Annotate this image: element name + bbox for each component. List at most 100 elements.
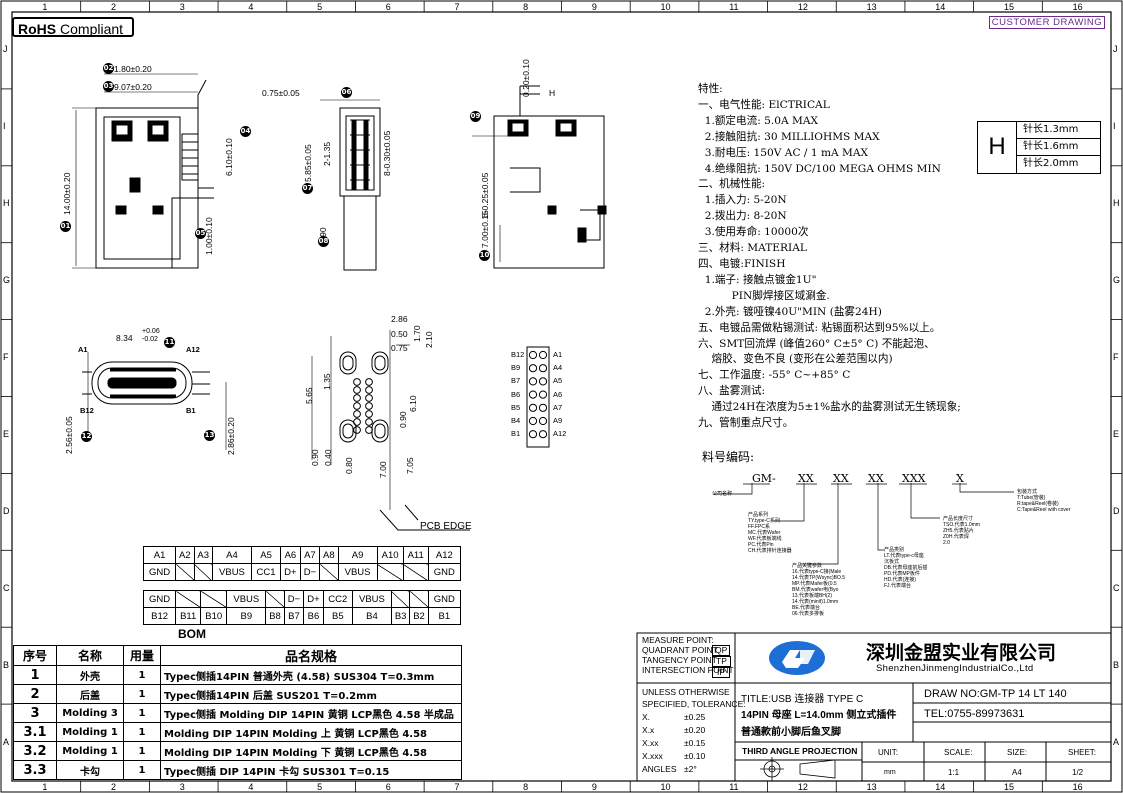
ruler-row-label: E	[3, 428, 10, 439]
callout-bubble: 11	[164, 337, 175, 348]
pin-cell: GND	[142, 590, 177, 608]
front-view	[72, 73, 214, 269]
spec-line: 2.拨出力: 8-20N	[698, 210, 787, 223]
pin-hole	[528, 430, 538, 439]
pcb-hole	[365, 386, 373, 394]
part-code-segment: XXX	[902, 472, 926, 485]
ruler-row-label: I	[1113, 121, 1116, 132]
pin-grid-label: B1	[511, 429, 521, 439]
bom-cell: 卡勾	[56, 760, 124, 780]
bom-cell: 1	[123, 760, 161, 780]
spec-line: 熔胶、变色不良 (变形在公差范围以内)	[698, 353, 893, 366]
callout-bubble: 08	[318, 236, 329, 247]
bom-cell: Molding 1	[56, 722, 124, 742]
ruler-row-label: A	[3, 736, 10, 747]
pin-cell	[175, 563, 195, 581]
pcb-hole	[365, 402, 373, 410]
pin-grid-label: B7	[511, 376, 521, 386]
unless-otherwise: UNLESS OTHERWISE	[642, 687, 730, 697]
pin-cell: A1	[142, 546, 177, 564]
tolerance-value: ±0.20	[684, 725, 706, 735]
dim-label: 0.90	[398, 411, 408, 428]
dim-label: 5.65	[304, 387, 314, 404]
specified-tolerance: SPECIFIED, TOLERANCE:	[642, 699, 746, 709]
pcb-hole	[353, 394, 361, 402]
spec-line: 2.接触阻抗: 30 MILLIOHMS MAX	[698, 130, 880, 143]
callout-bubble: 09	[470, 111, 481, 122]
ruler-row-label: H	[3, 198, 10, 209]
pin-cell	[175, 590, 202, 608]
dim-label: 5.85±0.05	[303, 144, 313, 182]
pin-hole	[538, 390, 548, 399]
pin-hole	[538, 350, 548, 360]
callout-bubble: 13	[204, 430, 215, 441]
spec-line: 通过24H在浓度为5±1%盐水的盐雾测试无生锈现象;	[698, 401, 961, 414]
tolerance-value: ±2°	[684, 764, 697, 774]
ruler-column-label: 16	[1072, 782, 1083, 792]
spec-line: 1.额定电流: 5.0A MAX	[698, 114, 819, 127]
ruler-column-label: 9	[591, 782, 597, 792]
dim-label: 14.00±0.20	[62, 172, 72, 215]
part-code-segment: X	[956, 472, 964, 485]
pin-cell: VBUS	[226, 590, 267, 608]
spec-line: 二、机械性能:	[698, 178, 766, 191]
ruler-row-label: A	[1113, 736, 1120, 747]
company-name-cn: 深圳金盟实业有限公司	[866, 643, 1057, 664]
pin-cell: A3	[193, 546, 213, 564]
ruler-row-label: F	[1113, 352, 1119, 363]
pin-cell	[376, 563, 404, 581]
pin-cell: A7	[299, 546, 321, 564]
quadrant-point: QUADRANT POINT	[642, 645, 718, 655]
pin-grid-label: B6	[511, 389, 521, 399]
bom-cell: 2	[13, 684, 57, 704]
pin-cell: GND	[142, 563, 177, 581]
dim-label: 0.40	[323, 449, 333, 466]
pin-hole	[528, 403, 538, 412]
title-line-1: TITLE:USB 连接器 TYPE C	[741, 694, 864, 705]
tp-symbol: TP	[712, 656, 731, 667]
pin-label: A12	[186, 345, 200, 354]
pin-cell	[390, 590, 411, 608]
dim-label: 0.50	[391, 329, 408, 339]
ruler-row-label: F	[3, 352, 9, 363]
ruler-column-label: 15	[1003, 2, 1014, 12]
tolerance-label: ANGLES	[642, 764, 677, 774]
tolerance-label: X.xxx	[642, 751, 663, 761]
right-view	[493, 85, 607, 269]
bom-cell: 1	[123, 684, 161, 704]
pin-grid-label: A9	[553, 416, 563, 425]
side-view	[320, 99, 381, 271]
size-value: A4	[1012, 768, 1022, 777]
callout-bubble: 01	[60, 221, 71, 232]
dim-label: 8-0.30±0.05	[382, 130, 392, 176]
ruler-column-label: 6	[385, 2, 391, 12]
ruler-column-label: 3	[179, 782, 185, 792]
ruler-column-label: 1	[42, 2, 48, 12]
pin-cell: B1	[427, 607, 462, 625]
pin-cell: A5	[250, 546, 282, 564]
bom-cell: Molding 3	[56, 703, 124, 723]
ruler-row-label: B	[1113, 659, 1120, 670]
ruler-column-label: 7	[454, 782, 460, 792]
pcb-hole	[353, 386, 361, 394]
customer-drawing-badge: CUSTOMER DRAWING	[989, 16, 1105, 29]
pcb-hole	[353, 402, 361, 410]
ruler-row-label: C	[3, 582, 10, 593]
part-code-tree	[714, 483, 1014, 565]
pin-cell: A2	[175, 546, 195, 564]
pin-cell: VBUS	[211, 563, 253, 581]
part-code-note: 包装方式 T:Tube(管装) R:tape&Reel(卷装) C:Tape&R…	[1017, 489, 1071, 513]
ruler-row-label: I	[3, 121, 6, 132]
bom-cell: 1	[13, 665, 57, 685]
callout-bubble: 07	[302, 183, 313, 194]
dim-tolerance: +0.06 -0.02	[142, 328, 160, 343]
bom-cell: Typec侧插 Molding DIP 14PIN 黄铜 LCP黑色 4.58 …	[160, 703, 462, 723]
pin-hole	[528, 377, 538, 386]
bom-header: 品名规格	[160, 645, 462, 666]
spec-line: 1.端子: 接触点镀金1U"	[698, 273, 817, 286]
callout-bubble: 03	[103, 81, 114, 92]
telephone: TEL:0755-89973631	[924, 708, 1025, 720]
dim-label: 7.00	[378, 461, 388, 478]
